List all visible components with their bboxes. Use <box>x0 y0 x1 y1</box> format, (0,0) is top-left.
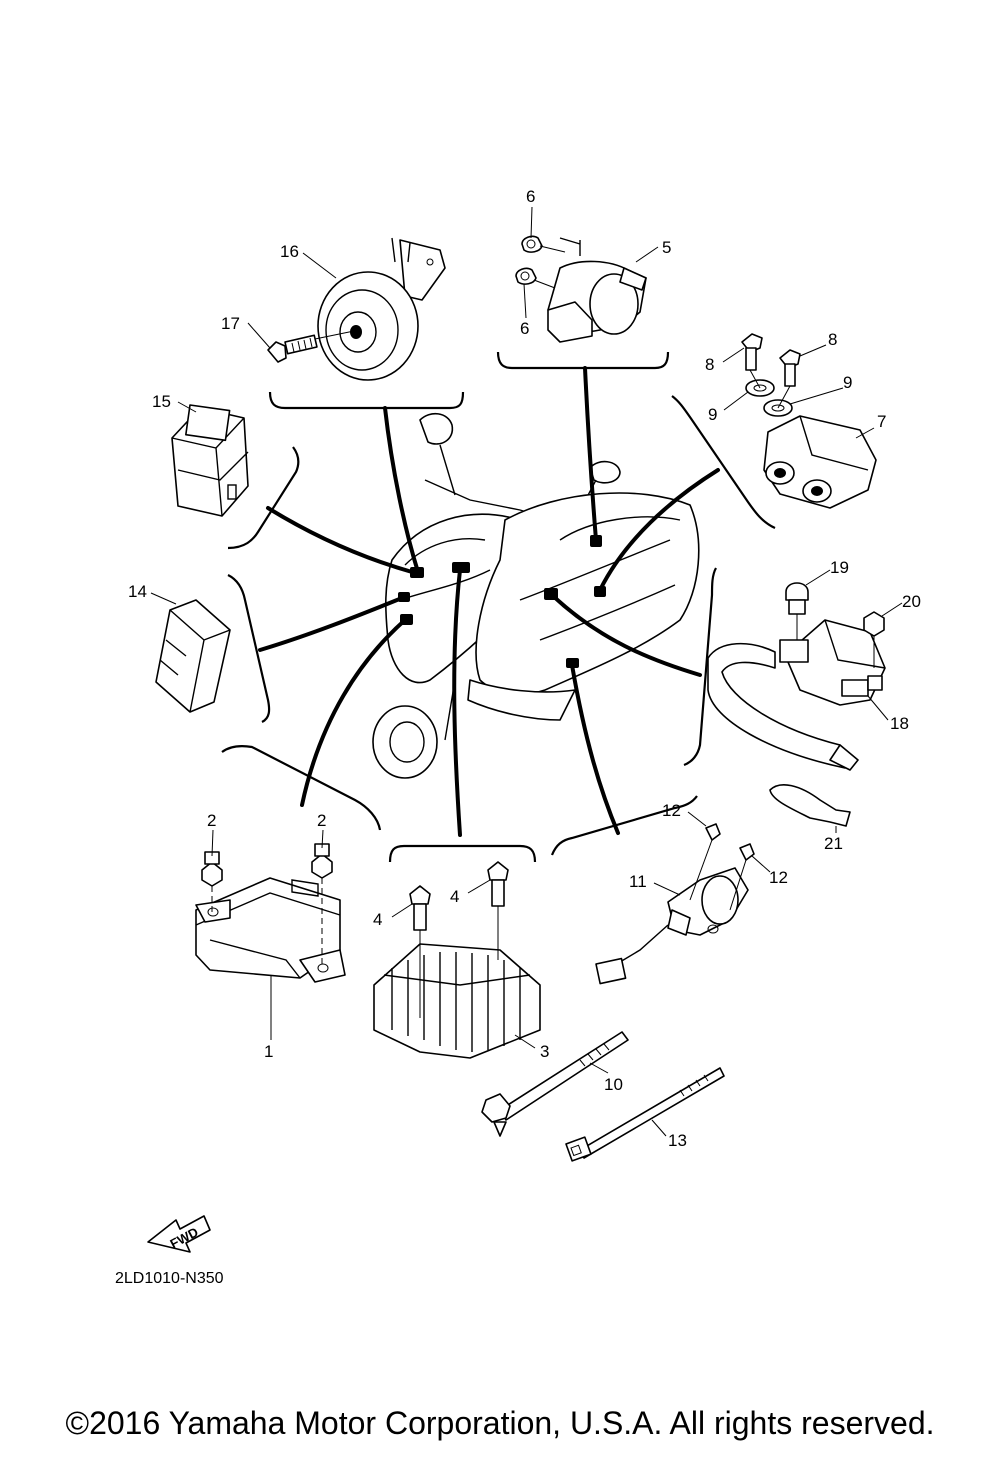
callout-20: 20 <box>902 592 921 611</box>
callout-4b: 4 <box>450 887 459 906</box>
callout-21: 21 <box>824 834 843 853</box>
callout-12a: 12 <box>662 801 681 820</box>
callout-2a: 2 <box>207 811 216 830</box>
scooter-illustration <box>372 412 700 779</box>
group-brackets <box>221 351 776 863</box>
fwd-arrow-icon: FWD <box>147 1215 211 1253</box>
callout-8b: 8 <box>828 330 837 349</box>
horn-part <box>317 237 446 381</box>
callout-14: 14 <box>128 582 147 601</box>
callout-3: 3 <box>540 1042 549 1061</box>
callout-17: 17 <box>221 314 240 333</box>
leader-lines <box>258 366 720 837</box>
callout-1: 1 <box>264 1042 273 1061</box>
callout-4a: 4 <box>373 910 382 929</box>
rectifier-part <box>373 861 541 1059</box>
callout-19: 19 <box>830 558 849 577</box>
relay-part <box>515 235 647 343</box>
callout-2b: 2 <box>317 811 326 830</box>
callout-12b: 12 <box>769 868 788 887</box>
callout-7: 7 <box>877 412 886 431</box>
switch-sensor-part <box>595 823 755 985</box>
drawing-code: 2LD1010-N350 <box>115 1270 224 1287</box>
callout-leaders <box>150 206 903 1137</box>
cable-tie-part <box>565 1067 725 1162</box>
callout-6b: 6 <box>520 319 529 338</box>
cable-tie-clip-part <box>481 1031 629 1137</box>
sensor-part <box>741 333 877 509</box>
callout-9a: 9 <box>708 405 717 424</box>
callout-18: 18 <box>890 714 909 733</box>
callout-9b: 9 <box>843 373 852 392</box>
callout-16: 16 <box>280 242 299 261</box>
callout-13: 13 <box>668 1131 687 1150</box>
ecu-part <box>195 843 346 983</box>
screw-part <box>267 330 355 363</box>
callout-11: 11 <box>629 872 647 891</box>
callout-15: 15 <box>152 392 171 411</box>
control-module-part <box>155 599 231 713</box>
callout-labels: 1 2 2 3 4 4 5 6 6 7 8 8 9 9 10 11 12 12 … <box>128 187 921 1150</box>
callout-5: 5 <box>662 238 671 257</box>
callout-6a: 6 <box>526 187 535 206</box>
relay-block-part <box>171 404 249 517</box>
callout-8a: 8 <box>705 355 714 374</box>
callout-10: 10 <box>604 1075 623 1094</box>
copyright-notice: ©2016 Yamaha Motor Corporation, U.S.A. A… <box>65 1405 935 1441</box>
ignition-coil-part <box>707 582 886 827</box>
